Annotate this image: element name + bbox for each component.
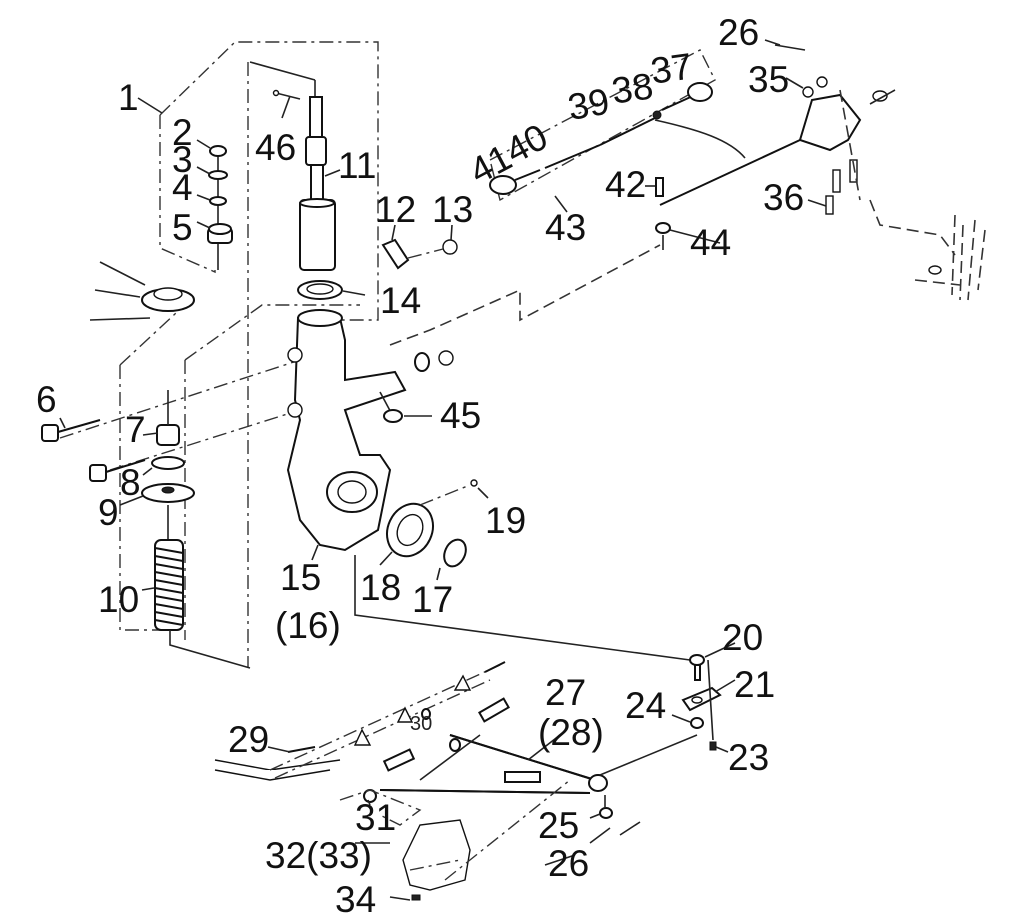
washer-nut-45	[383, 350, 454, 423]
cotter-pin-46	[272, 89, 301, 100]
callout-42: 42	[605, 164, 646, 205]
shock-absorber-part	[249, 61, 343, 300]
callout-23: 23	[728, 737, 769, 778]
callout-8: 8	[120, 462, 141, 503]
spring-seat-top	[89, 261, 195, 321]
callout-44: 44	[690, 222, 731, 263]
callout-26-top: 26	[718, 12, 759, 53]
callout-5: 5	[172, 207, 193, 248]
callout-30: 30	[410, 713, 432, 735]
callout-29: 29	[228, 719, 269, 760]
leader-lines	[59, 39, 827, 901]
bracket-12	[381, 238, 458, 270]
callout-39: 39	[565, 81, 613, 129]
callout-17: 17	[412, 579, 453, 620]
callout-27: 27	[545, 672, 586, 713]
callout-1: 1	[118, 77, 139, 118]
callout-45: 45	[440, 395, 481, 436]
tie-rod-assembly	[489, 49, 746, 202]
nut-17	[443, 538, 467, 568]
callout-38: 38	[609, 65, 655, 111]
callout-9: 9	[98, 492, 119, 533]
steering-column-lines	[914, 214, 986, 301]
callout-18: 18	[360, 567, 401, 608]
coil-spring-10	[154, 505, 251, 669]
callout-15: 15	[280, 557, 321, 598]
callout-12: 12	[375, 189, 416, 230]
nut-7	[156, 390, 180, 446]
callout-13: 13	[432, 189, 473, 230]
bolt-6	[41, 419, 101, 442]
frame-mount	[214, 661, 506, 826]
callout-34: 34	[335, 879, 376, 920]
steering-knuckle-15	[286, 309, 407, 552]
callout-6: 6	[36, 379, 57, 420]
bearing-18	[386, 502, 434, 558]
callout-20: 20	[722, 617, 763, 658]
callout-labels: 1 2 3 4 5 6 7 8 9 10 11 12 13 14 15 (16)…	[36, 12, 804, 920]
callout-19: 19	[485, 500, 526, 541]
callout-10: 10	[98, 579, 139, 620]
callout-36: 36	[763, 177, 804, 218]
steering-rod	[655, 139, 801, 250]
callout-31: 31	[355, 797, 396, 838]
callout-24: 24	[625, 685, 666, 726]
callout-21: 21	[734, 664, 775, 705]
callout-14: 14	[380, 280, 421, 321]
callout-32-33: 32(33)	[265, 835, 372, 876]
leader-line-knuckle	[354, 555, 691, 661]
top-mount-stack	[207, 145, 233, 270]
skid-plate-32	[402, 779, 571, 901]
callout-25: 25	[538, 805, 579, 846]
callout-35: 35	[748, 59, 789, 100]
callout-7: 7	[125, 409, 146, 450]
pin-19	[419, 479, 478, 506]
lower-bolt	[89, 459, 146, 482]
callout-2: 2	[172, 112, 193, 153]
callout-28: (28)	[538, 712, 604, 753]
callout-11: 11	[338, 145, 376, 186]
callout-26-bottom: 26	[548, 843, 589, 884]
ball-joint-hardware	[544, 654, 722, 866]
callout-4: 4	[172, 167, 193, 208]
washers-8-9	[141, 456, 195, 503]
callout-37: 37	[648, 45, 694, 91]
callout-3: 3	[172, 139, 193, 180]
callout-46: 46	[255, 127, 296, 168]
steering-arm-bracket	[774, 44, 896, 215]
callout-16: (16)	[275, 605, 341, 646]
callout-43: 43	[545, 207, 586, 248]
